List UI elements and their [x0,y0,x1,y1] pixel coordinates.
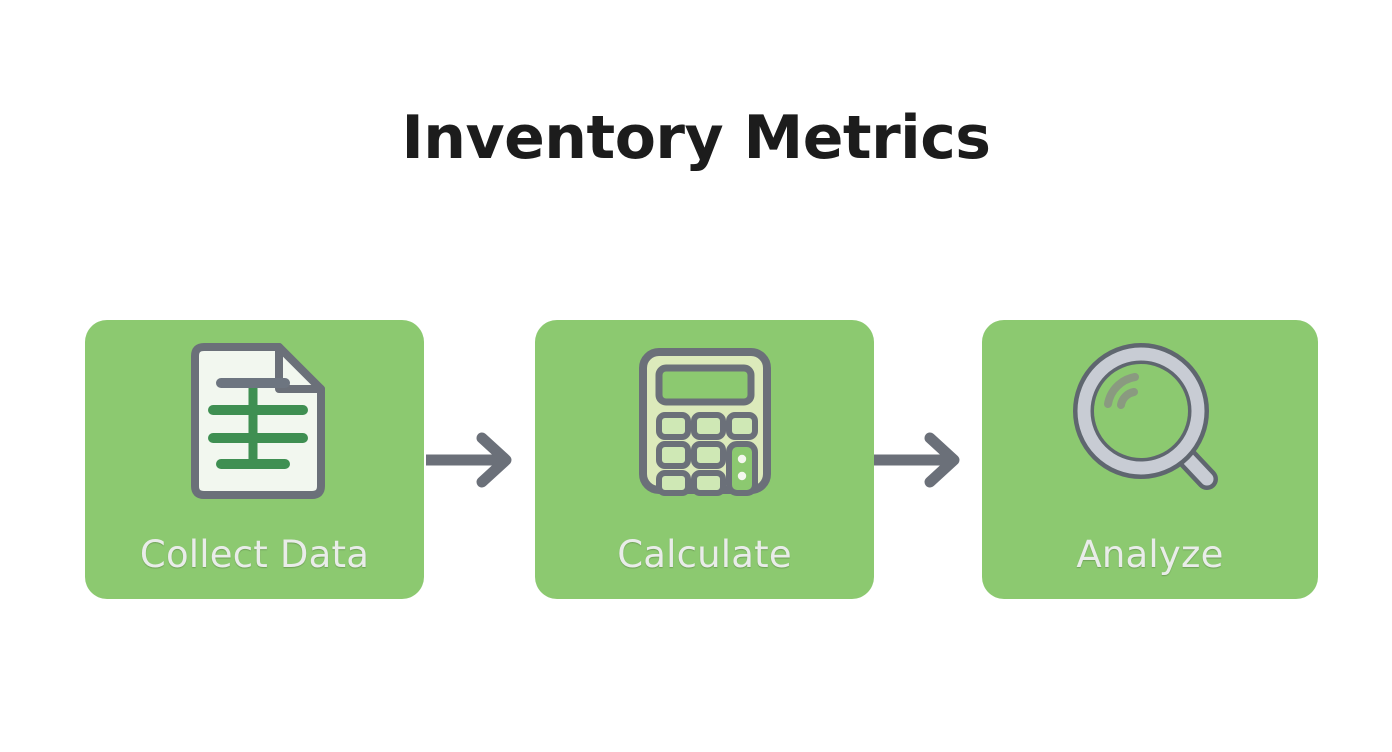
step-label-collect-data: Collect Data [139,533,370,576]
page-title: Inventory Metrics [401,103,991,173]
calculator-icon [535,342,874,502]
step-card-collect-data[interactable]: Collect Data [85,320,424,599]
magnifier-icon [982,342,1318,502]
step-card-analyze[interactable]: Analyze [982,320,1318,599]
document-icon [85,342,424,502]
step-label-analyze: Analyze [1076,533,1224,576]
step-label-calculate: Calculate [617,533,792,576]
step-card-calculate[interactable]: Calculate [535,320,874,599]
arrow-right-icon [872,432,968,488]
arrow-right-icon [424,432,520,488]
process-flow: Collect Data [85,320,1318,599]
